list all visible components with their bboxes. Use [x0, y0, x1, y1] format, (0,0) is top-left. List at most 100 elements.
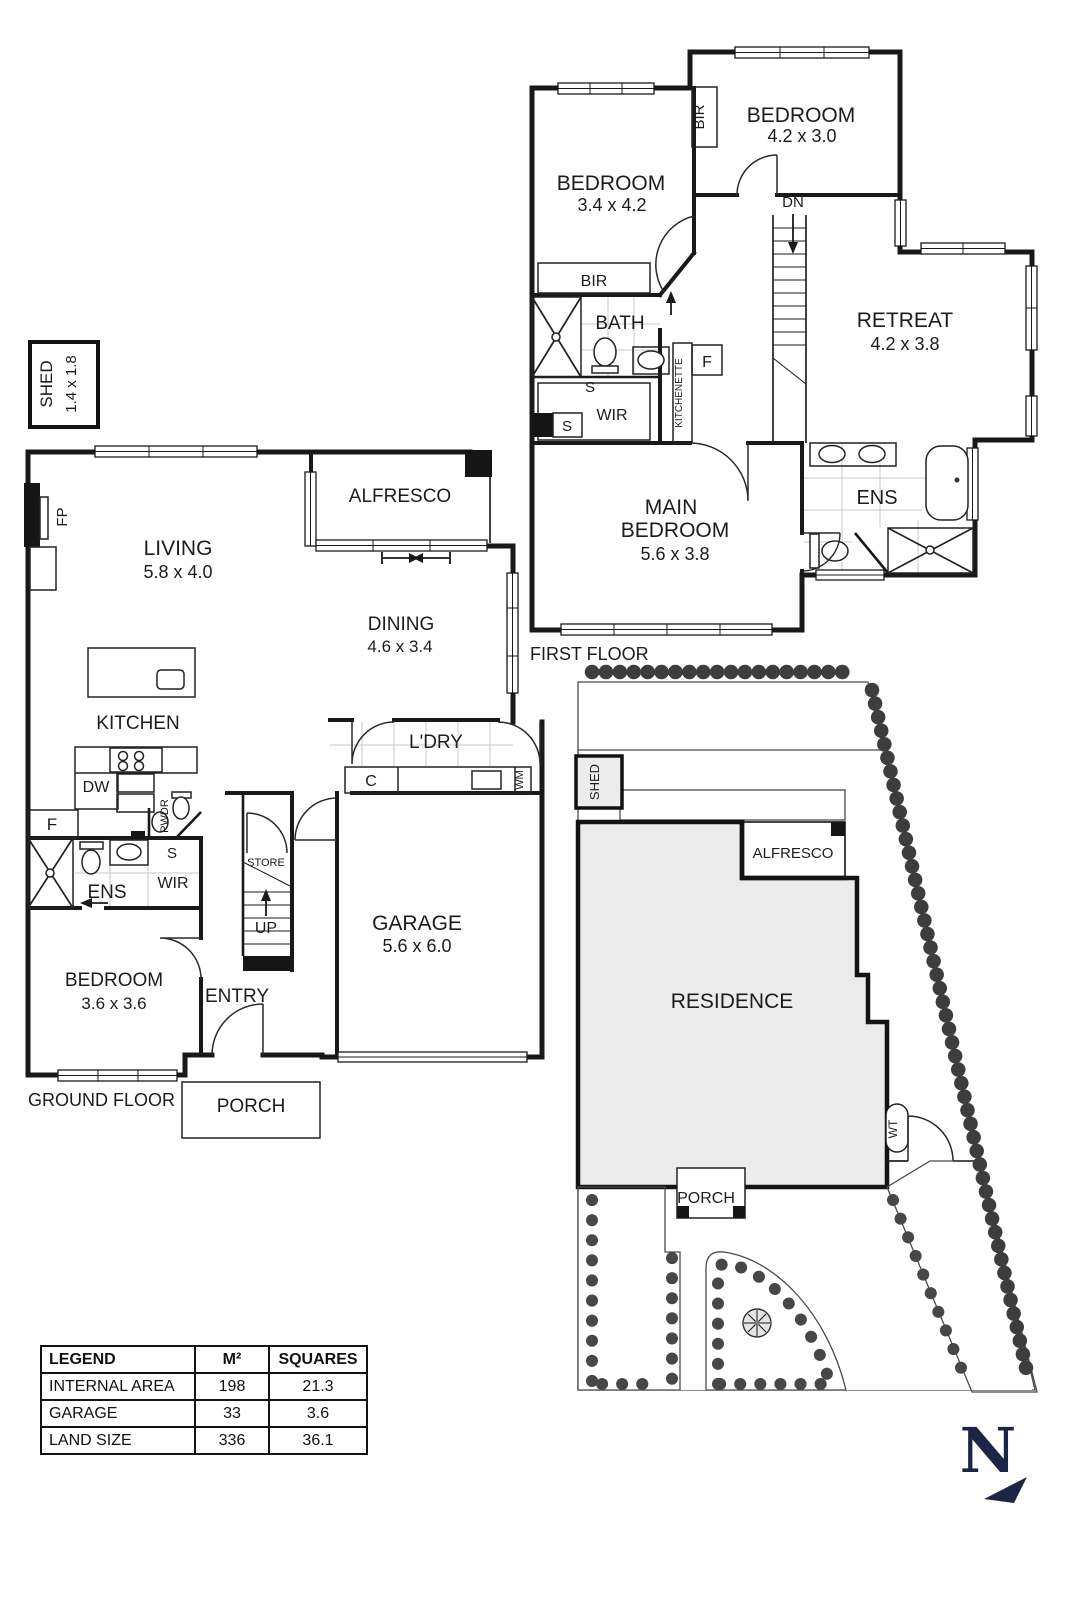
site-gate-arc [907, 1115, 954, 1162]
room-label-dining: DINING [368, 614, 435, 635]
stairs-up-arrow [261, 889, 271, 916]
room-label-retreat: RETREAT [857, 309, 954, 332]
legend-cell-m2: 198 [194, 1372, 270, 1401]
site-yard-paving [578, 1161, 1032, 1390]
room-label-main-bedroom-2: BEDROOM [621, 519, 730, 542]
sliding-door-arrows [381, 552, 451, 564]
powder-room-label: PWDR [159, 799, 171, 833]
room-dims-garage: 5.6 x 6.0 [382, 936, 451, 956]
shelf-label: S [167, 845, 177, 862]
porch-outline [181, 1081, 321, 1139]
legend-header-squares: SQUARES [268, 1345, 368, 1374]
site-path-strip [619, 789, 846, 821]
ground-floor-tile-grid [75, 722, 513, 908]
ground-floor-door-arcs [159, 721, 541, 1056]
garden-bed-middle-shrubs [712, 1257, 838, 1390]
stairs-down-arrow [788, 214, 798, 254]
shower-symbol [887, 527, 974, 574]
tree-icon [742, 1308, 772, 1338]
fridge-label: F [47, 815, 57, 834]
island-bench [87, 647, 196, 698]
room-label-porch: PORCH [217, 1096, 286, 1117]
bath-entry-arrow [666, 291, 676, 315]
compass: N [960, 1414, 1027, 1503]
legend-table: LEGEND M² SQUARES INTERNAL AREA 198 21.3… [40, 1345, 368, 1455]
ground-floor-partitions [147, 793, 245, 956]
room-label-main-bedroom-1: MAIN [645, 496, 698, 519]
bathtub-symbol [925, 445, 969, 521]
room-label-bedroom-left: BEDROOM [557, 172, 666, 195]
wall-niche [29, 546, 57, 591]
garden-bed-middle [705, 1251, 847, 1391]
room-dims-living: 5.8 x 4.0 [143, 562, 212, 582]
room-dims-bedroom-right: 4.2 x 3.0 [767, 126, 836, 146]
legend-row-internal-area: INTERNAL AREA 198 21.3 [40, 1372, 368, 1401]
ground-floor-plan: SHED 1.4 x 1.8 FP LIVING 5.8 x 4.0 ALFRE… [24, 340, 545, 1139]
site-alfresco-label: ALFRESCO [753, 845, 834, 862]
stairs-up-label: UP [255, 920, 277, 937]
basin-symbol [151, 811, 169, 833]
shed-dims: 1.4 x 1.8 [63, 355, 80, 413]
first-floor-plan: BEDROOM 3.4 x 4.2 BEDROOM 4.2 x 3.0 BIR … [529, 46, 1038, 664]
site-water-tank-label: WT [886, 1119, 900, 1138]
garden-bed-right-shrubs [887, 1194, 974, 1391]
shower-symbol [531, 296, 582, 378]
toilet-symbol [171, 791, 192, 820]
garden-bed-left-shrubs [586, 1194, 678, 1390]
site-porch-label: PORCH [677, 1190, 735, 1207]
legend-header-name: LEGEND [40, 1345, 196, 1374]
first-floor-door-arcs [655, 154, 841, 572]
room-dims-bedroom-left: 3.4 x 4.2 [577, 195, 646, 215]
washing-machine-label: WM [514, 770, 526, 790]
first-floor-section-label: FIRST FLOOR [530, 644, 649, 664]
room-label-kitchen: KITCHEN [96, 713, 179, 734]
kitchenette-label: KITCHENETTE [674, 358, 685, 428]
site-alfresco-walls [739, 819, 848, 881]
first-floor-inner-walls [530, 86, 902, 577]
room-label-wir: WIR [596, 407, 627, 424]
built-in-robe-box [691, 86, 718, 148]
basin-symbol [632, 346, 670, 375]
room-label-entry: ENTRY [205, 986, 269, 1007]
shower-symbol [27, 837, 74, 909]
first-floor-stairs [772, 227, 807, 385]
shelf-box [552, 412, 583, 438]
legend-cell-squares: 36.1 [268, 1426, 368, 1455]
walk-in-robe-box [537, 382, 651, 441]
legend-cell-label: INTERNAL AREA [40, 1372, 196, 1401]
laundry-bench [344, 766, 532, 794]
legend-cell-label: LAND SIZE [40, 1426, 196, 1455]
legend-cell-m2: 33 [194, 1399, 270, 1428]
room-label-alfresco: ALFRESCO [349, 486, 451, 507]
site-porch-posts [677, 1206, 745, 1218]
legend-cell-squares: 3.6 [268, 1399, 368, 1428]
fridge-label: F [702, 354, 712, 371]
built-in-robe-box [537, 262, 651, 294]
stairs-down-label: DN [782, 194, 804, 211]
dishwasher-label: DW [83, 779, 111, 796]
room-label-garage: GARAGE [372, 912, 462, 935]
legend-header-m2: M² [194, 1345, 270, 1374]
vanity-symbol [109, 839, 149, 866]
room-dims-main-bedroom: 5.6 x 3.8 [640, 544, 709, 564]
bir-label: BIR [691, 104, 708, 129]
kitchen-counters [27, 746, 198, 839]
legend-row-land-size: LAND SIZE 336 36.1 [40, 1426, 368, 1455]
room-label-wir: WIR [157, 875, 188, 892]
hedge-diagonal-row [864, 682, 1037, 1389]
vanity-symbol [809, 442, 897, 467]
site-shed [574, 754, 624, 810]
sink-symbol [471, 770, 502, 790]
toilet-symbol [79, 841, 104, 875]
site-plan: RESIDENCE ALFRESCO PORCH SHED WT [574, 664, 1038, 1393]
shed-outline [28, 340, 100, 429]
cupboard-label: C [365, 773, 377, 790]
legend-cell-label: GARAGE [40, 1399, 196, 1428]
shed-label: SHED [37, 360, 56, 407]
kitchenette-bench [672, 342, 693, 444]
north-arrow-icon [984, 1477, 1027, 1503]
first-floor-window-mullions [558, 47, 1037, 635]
room-label-bedroom: BEDROOM [65, 970, 163, 991]
bir-label: BIR [581, 273, 608, 290]
